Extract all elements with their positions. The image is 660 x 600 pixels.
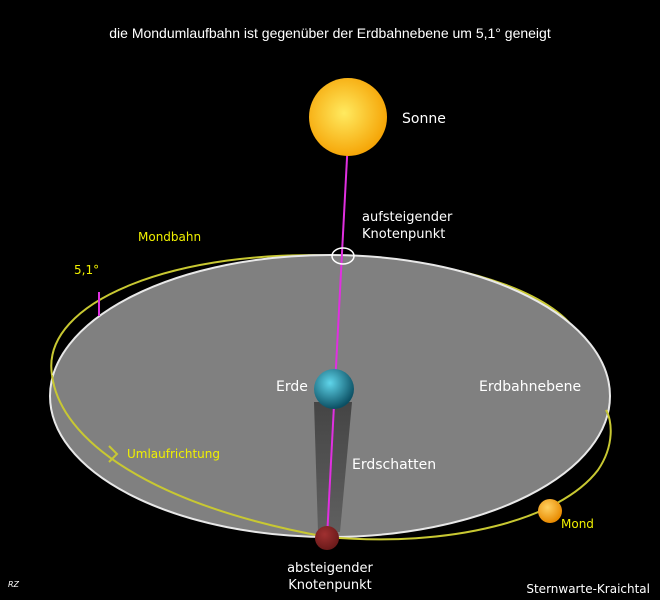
sun — [309, 78, 387, 156]
arrow-chevron-icon — [108, 445, 119, 463]
moon-orbit-label: Mondbahn — [138, 230, 201, 244]
sun-label: Sonne — [402, 111, 446, 127]
inclination-label: 5,1° — [74, 263, 99, 277]
descending-node-marker — [315, 526, 339, 550]
ascending-node-label-line2: Knotenpunkt — [362, 227, 445, 242]
descending-node-label-line2: Knotenpunkt — [288, 578, 371, 593]
earth — [314, 369, 354, 409]
moon-orbit-front — [51, 374, 328, 538]
credit-label: Sternwarte-Kraichtal — [526, 582, 650, 596]
earth-shadow — [314, 402, 352, 532]
diagram-title: die Mondumlaufbahn ist gegenüber der Erd… — [109, 25, 551, 41]
earth-label: Erde — [276, 379, 308, 395]
moon-orbit-right — [326, 409, 612, 541]
ecliptic-plane-label: Erdbahnebene — [479, 379, 581, 395]
moon-label: Mond — [561, 517, 594, 531]
signature: RZ — [8, 580, 20, 589]
descending-node-label-line1: absteigender — [287, 561, 373, 576]
ascending-node-marker — [331, 247, 355, 265]
moon — [538, 499, 562, 523]
ascending-node-label-line1: aufsteigender — [362, 210, 453, 225]
earth-shadow-label: Erdschatten — [352, 457, 436, 473]
sun-line — [326, 119, 350, 539]
direction-label: Umlaufrichtung — [127, 447, 220, 461]
